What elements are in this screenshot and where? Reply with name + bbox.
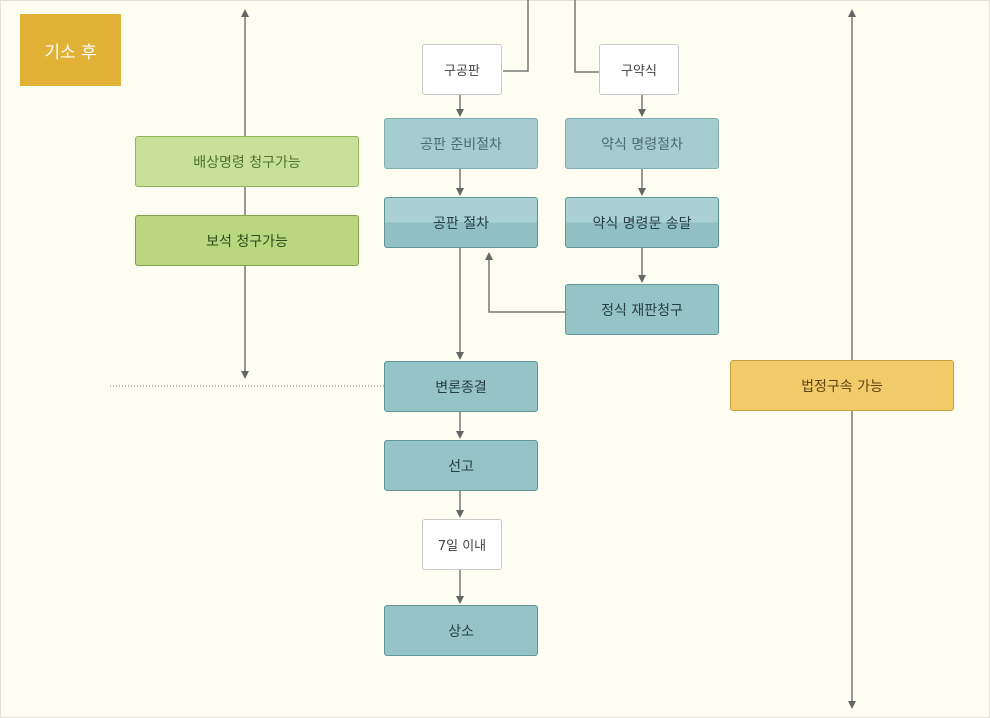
line-in-yaksik xyxy=(574,0,600,73)
arrow-jeongsik-back xyxy=(485,252,565,313)
node-yaksik-send: 약식 명령문 송달 xyxy=(565,197,719,248)
node-detention: 법정구속 가능 xyxy=(730,360,954,411)
node-boseok: 보석 청구가능 xyxy=(135,215,359,266)
node-sangso: 상소 xyxy=(384,605,538,656)
node-yaksik-order: 약식 명령절차 xyxy=(565,118,719,169)
node-baesang: 배상명령 청구가능 xyxy=(135,136,359,187)
node-gongpan: 공판 절차 xyxy=(384,197,538,248)
node-byeollon: 변론종결 xyxy=(384,361,538,412)
node-gu-gongpan: 구공판 xyxy=(422,44,502,95)
node-jeongsik: 정식 재판청구 xyxy=(565,284,719,335)
node-gongpan-prep: 공판 준비절차 xyxy=(384,118,538,169)
node-gu-yaksik: 구약식 xyxy=(599,44,679,95)
node-seongo: 선고 xyxy=(384,440,538,491)
node-within-days: 7일 이내 xyxy=(422,519,502,570)
line-in-gongpan xyxy=(503,0,529,72)
stage-tag: 기소 후 xyxy=(20,14,121,86)
